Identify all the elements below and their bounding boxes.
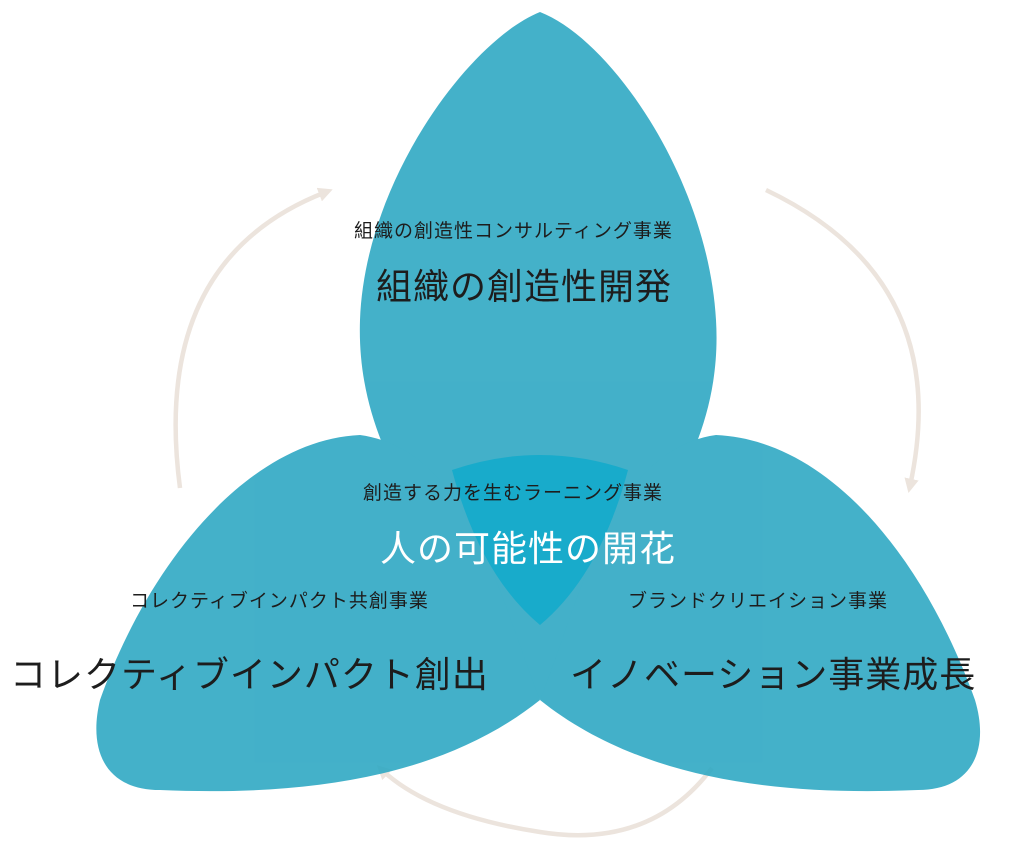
center-title: 人の可能性の開花 [380,529,677,570]
top-petal-subtitle: 組織の創造性コンサルティング事業 [354,220,673,242]
left-petal-title: コレクティブインパクト創出 [10,655,489,696]
top-petal-title: 組織の創造性開発 [376,267,673,308]
center-subtitle: 創造する力を生むラーニング事業 [363,482,664,504]
petal-left [96,435,540,792]
left-petal-subtitle: コレクティブインパクト共創事業 [130,590,429,612]
right-petal-subtitle: ブランドクリエイション事業 [628,590,889,612]
cycle-arrow-right [765,187,921,494]
cycle-arrow-bottom [376,765,714,838]
petal-right [540,435,981,792]
center-overlap [452,455,628,625]
right-petal-title: イノベーション事業成長 [570,655,977,696]
cycle-arrow-left [173,187,333,489]
